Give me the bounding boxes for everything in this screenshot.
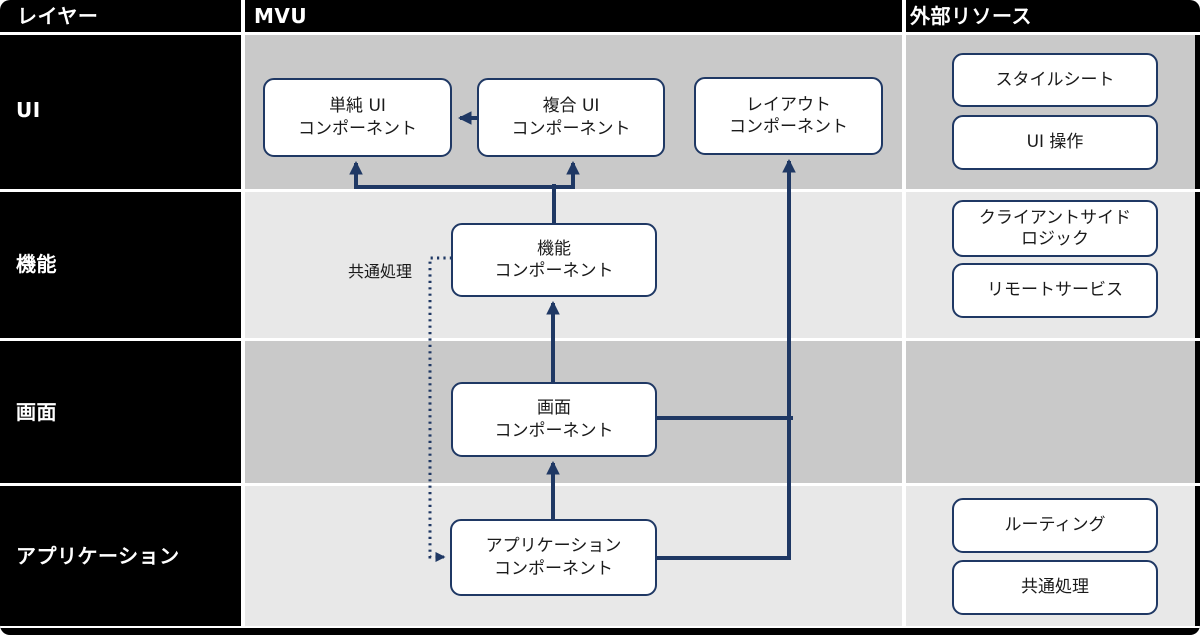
box-label: コンポーネント: [494, 420, 614, 441]
layer-label-ui: UI: [16, 98, 41, 122]
box-label: リモートサービス: [987, 280, 1123, 301]
box-label: 共通処理: [1021, 577, 1089, 598]
box-label: スタイルシート: [995, 69, 1115, 90]
box-label: コンポーネント: [729, 117, 848, 137]
row-separator: [0, 483, 1200, 486]
column-separator: [241, 0, 245, 628]
box-application-component: アプリケーション コンポーネント: [450, 519, 657, 596]
layer-label-application: アプリケーション: [16, 544, 180, 568]
box-label: ルーティング: [1004, 515, 1106, 536]
box-label: ロジック: [1021, 228, 1089, 249]
box-label: 単純 UI: [329, 96, 386, 117]
box-label: コンポーネント: [298, 118, 417, 139]
box-routing: ルーティング: [952, 498, 1158, 553]
external-column-header: 外部リソース: [910, 4, 1032, 28]
mvu-column-header: MVU: [254, 4, 308, 28]
box-feature-component: 機能 コンポーネント: [451, 223, 657, 297]
box-simple-ui-component: 単純 UI コンポーネント: [263, 78, 452, 157]
common-process-annotation: 共通処理: [348, 262, 413, 281]
box-common-process: 共通処理: [952, 560, 1158, 615]
row-separator: [0, 338, 1200, 341]
external-row-screen-cell: [906, 341, 1195, 483]
box-label: UI 操作: [1026, 132, 1084, 153]
layer-label-screen: 画面: [16, 400, 57, 424]
box-composite-ui-component: 複合 UI コンポーネント: [477, 78, 665, 157]
box-label: クライアントサイド: [978, 208, 1132, 229]
row-separator: [0, 626, 1200, 628]
box-label: アプリケーション: [485, 536, 622, 557]
box-label: コンポーネント: [494, 558, 613, 579]
box-label: レイアウト: [746, 94, 831, 115]
box-client-side-logic: クライアントサイド ロジック: [952, 200, 1158, 257]
row-separator: [0, 189, 1200, 192]
box-screen-component: 画面 コンポーネント: [451, 382, 657, 457]
box-label: コンポーネント: [511, 118, 631, 139]
box-ui-operation: UI 操作: [952, 115, 1158, 170]
box-label: コンポーネント: [494, 261, 614, 281]
box-label: 複合 UI: [542, 96, 600, 117]
box-layout-component: レイアウト コンポーネント: [694, 77, 883, 155]
column-separator: [902, 0, 906, 628]
row-separator: [0, 32, 1200, 35]
layer-column-header: レイヤー: [17, 4, 99, 28]
box-remote-service: リモートサービス: [952, 263, 1158, 318]
box-stylesheet: スタイルシート: [952, 53, 1158, 107]
box-label: 画面: [537, 398, 571, 419]
box-label: 機能: [537, 238, 571, 259]
layer-label-feature: 機能: [16, 252, 57, 276]
